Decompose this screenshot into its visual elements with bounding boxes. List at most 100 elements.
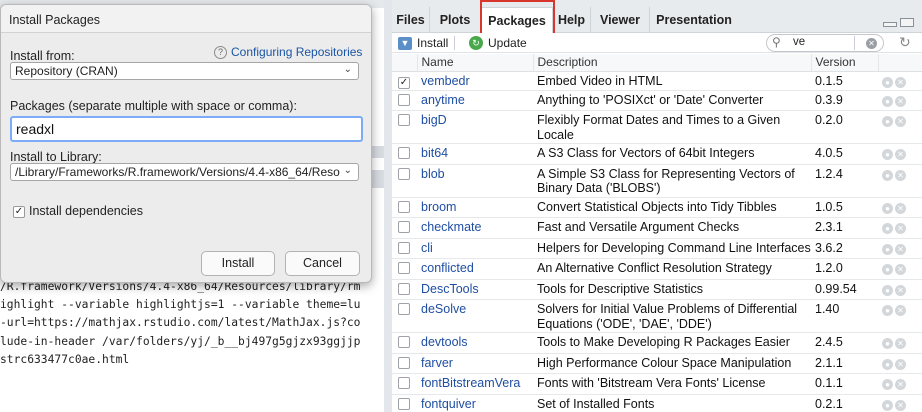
configuring-repositories-link[interactable]: ? Configuring Repositories [214, 45, 362, 59]
row-actions-cell: ●✕ [878, 197, 922, 218]
package-name-link[interactable]: cli [421, 240, 433, 255]
package-loaded-checkbox[interactable] [398, 167, 410, 180]
remove-package-icon[interactable]: ✕ [895, 202, 906, 214]
package-loaded-checkbox[interactable] [398, 377, 410, 389]
remove-package-icon[interactable]: ✕ [895, 243, 906, 255]
tab-files[interactable]: Files [392, 7, 430, 33]
package-loaded-checkbox[interactable]: ✓ [398, 76, 410, 89]
install-from-select[interactable]: Repository (CRAN) ⌄ [10, 62, 359, 80]
remove-package-icon[interactable]: ✕ [895, 305, 906, 316]
package-website-icon[interactable]: ● [882, 95, 893, 107]
package-name-link[interactable]: deSolve [421, 302, 467, 316]
package-website-icon[interactable]: ● [882, 149, 893, 160]
package-version: 1.40 [811, 299, 878, 333]
package-loaded-checkbox[interactable] [398, 356, 410, 369]
remove-package-icon[interactable]: ✕ [895, 338, 906, 349]
install-from-value: Repository (CRAN) [15, 64, 118, 78]
package-name-link[interactable]: fontBitstreamVera [421, 376, 521, 390]
package-website-icon[interactable]: ● [882, 202, 893, 214]
remove-package-icon[interactable]: ✕ [895, 76, 906, 88]
remove-package-icon[interactable]: ✕ [895, 358, 906, 370]
update-packages-button[interactable]: ↻ Update [469, 34, 527, 52]
remove-package-icon[interactable]: ✕ [895, 399, 906, 411]
refresh-icon[interactable]: ↻ [899, 34, 911, 50]
package-name-link[interactable]: DescTools [421, 281, 479, 296]
package-website-icon[interactable]: ● [882, 338, 893, 349]
package-website-icon[interactable]: ● [882, 284, 893, 296]
package-loaded-checkbox[interactable] [398, 200, 410, 213]
package-loaded-checkbox[interactable] [398, 93, 410, 106]
tab-help[interactable]: Help [553, 7, 591, 33]
row-checkbox-cell [392, 353, 417, 374]
minimize-pane-icon[interactable] [883, 22, 897, 27]
install-packages-dialog: Install Packages Install from: ? Configu… [0, 4, 372, 283]
remove-package-icon[interactable]: ✕ [895, 149, 906, 160]
tab-plots[interactable]: Plots [430, 7, 481, 33]
packages-input[interactable] [10, 116, 363, 142]
package-name-link[interactable]: vembedr [421, 73, 470, 88]
package-name-link[interactable]: checkmate [421, 220, 482, 234]
package-website-icon[interactable]: ● [882, 223, 893, 234]
package-loaded-checkbox[interactable] [398, 241, 410, 254]
remove-package-icon[interactable]: ✕ [895, 95, 906, 107]
package-name-link[interactable]: fontquiver [421, 396, 476, 411]
package-website-icon[interactable]: ● [882, 116, 893, 127]
table-row: anytime Anything to 'POSIXct' or 'Date' C… [392, 90, 922, 111]
install-packages-button[interactable]: ▼ Install [398, 34, 448, 52]
package-name-link[interactable]: broom [421, 199, 457, 214]
package-loaded-checkbox[interactable] [398, 114, 410, 126]
tab-packages[interactable]: Packages [481, 7, 553, 33]
install-to-library-label: Install to Library: [10, 150, 102, 164]
package-description: Anything to 'POSIXct' or 'Date' Converte… [533, 90, 811, 111]
package-loaded-checkbox[interactable] [398, 303, 410, 315]
package-name-link[interactable]: farver [421, 355, 453, 370]
package-loaded-checkbox[interactable] [398, 147, 410, 159]
clear-search-icon[interactable]: ✕ [866, 38, 877, 49]
maximize-pane-icon[interactable] [900, 18, 914, 27]
remove-package-icon[interactable]: ✕ [895, 116, 906, 127]
package-website-icon[interactable]: ● [882, 379, 893, 390]
package-website-icon[interactable]: ● [882, 76, 893, 88]
package-name-link[interactable]: blob [421, 166, 445, 181]
package-name-link[interactable]: conflicted [421, 261, 474, 275]
package-name-link[interactable]: devtools [421, 335, 468, 349]
remove-package-icon[interactable]: ✕ [895, 379, 906, 390]
remove-package-icon[interactable]: ✕ [895, 223, 906, 234]
pane-splitter[interactable] [384, 0, 392, 412]
column-header-description[interactable]: Description [533, 54, 812, 72]
tab-presentation[interactable]: Presentation [656, 13, 732, 27]
package-loaded-checkbox[interactable] [398, 336, 410, 348]
package-loaded-checkbox[interactable] [398, 282, 410, 295]
package-name-link[interactable]: bit64 [421, 146, 449, 160]
package-website-icon[interactable]: ● [882, 169, 893, 181]
cancel-button[interactable]: Cancel [285, 251, 360, 276]
package-loaded-checkbox[interactable] [398, 397, 410, 410]
package-loaded-checkbox[interactable] [398, 262, 410, 274]
install-dependencies-checkbox[interactable]: ✓ [13, 206, 25, 218]
package-website-icon[interactable]: ● [882, 305, 893, 316]
remove-package-icon[interactable]: ✕ [895, 169, 906, 181]
row-checkbox-cell [392, 373, 417, 395]
tab-viewer[interactable]: Viewer [591, 7, 650, 33]
library-select[interactable]: /Library/Frameworks/R.framework/Versions… [10, 163, 359, 181]
package-name-link[interactable]: bigD [421, 113, 447, 127]
column-header-name[interactable]: Name [417, 54, 534, 72]
package-name-cell: cli [417, 238, 533, 259]
package-loaded-checkbox[interactable] [398, 221, 410, 233]
install-button[interactable]: Install [201, 251, 275, 276]
package-website-icon[interactable]: ● [882, 264, 893, 275]
package-website-icon[interactable]: ● [882, 358, 893, 370]
package-name-link[interactable]: anytime [421, 92, 465, 107]
remove-package-icon[interactable]: ✕ [895, 284, 906, 296]
remove-package-icon[interactable]: ✕ [895, 264, 906, 275]
pane-edge-tab [372, 170, 384, 188]
column-header-version[interactable]: Version [811, 54, 879, 72]
update-label: Update [488, 36, 527, 50]
package-website-icon[interactable]: ● [882, 399, 893, 411]
package-website-icon[interactable]: ● [882, 243, 893, 255]
